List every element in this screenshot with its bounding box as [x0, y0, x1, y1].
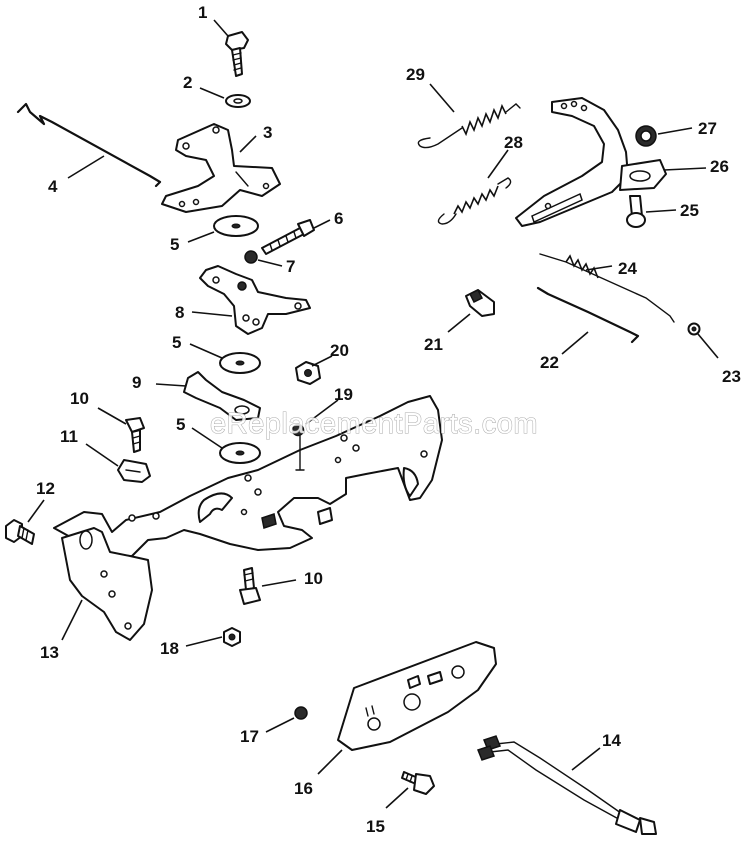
part-5-washer-a[interactable] — [213, 215, 259, 237]
part-7-nut[interactable] — [244, 250, 258, 264]
callout-25: 25 — [680, 201, 699, 220]
callout-5c: 5 — [176, 415, 185, 434]
part-1-bolt[interactable] — [225, 31, 249, 77]
callout-8: 8 — [175, 303, 184, 322]
callout-22: 22 — [540, 353, 559, 372]
callout-19: 19 — [334, 385, 353, 404]
part-5-washer-b[interactable] — [219, 352, 261, 374]
callout-28: 28 — [504, 133, 523, 152]
part-2-washer[interactable] — [225, 94, 251, 108]
main-panel[interactable] — [53, 395, 443, 641]
callout-6: 6 — [334, 209, 343, 228]
part-15-screw[interactable] — [401, 771, 435, 795]
callout-29: 29 — [406, 65, 425, 84]
part-3-bracket[interactable] — [161, 123, 281, 213]
callout-20: 20 — [330, 341, 349, 360]
part-18-nut[interactable] — [223, 627, 241, 647]
part-10-bolt-b[interactable] — [239, 567, 261, 605]
part-17-nut[interactable] — [294, 706, 308, 720]
callout-2: 2 — [183, 73, 192, 92]
callout-12: 12 — [36, 479, 55, 498]
part-24-spring-link[interactable] — [539, 253, 675, 323]
part-5-washer-c[interactable] — [219, 442, 261, 464]
callout-15: 15 — [366, 817, 385, 836]
callout-5b: 5 — [172, 333, 181, 352]
watermark: eReplacementParts.com — [210, 408, 538, 440]
callout-13: 13 — [40, 643, 59, 662]
part-8-lever[interactable] — [199, 265, 311, 335]
part-27-nut[interactable] — [635, 125, 657, 147]
callout-1: 1 — [198, 3, 207, 22]
callout-24: 24 — [618, 259, 637, 278]
callout-23: 23 — [722, 367, 741, 386]
callout-16: 16 — [294, 779, 313, 798]
part-10-bolt-a[interactable] — [125, 417, 145, 453]
callout-26: 26 — [710, 157, 729, 176]
callout-14: 14 — [602, 731, 621, 750]
part-21-clip[interactable] — [465, 288, 495, 317]
part-16-plate[interactable] — [337, 641, 497, 751]
part-6-screw[interactable] — [261, 219, 315, 255]
part-25-pin[interactable] — [626, 195, 646, 228]
part-20-nut[interactable] — [295, 361, 321, 385]
callout-18: 18 — [160, 639, 179, 658]
callout-27: 27 — [698, 119, 717, 138]
part-23-nut[interactable] — [687, 322, 701, 336]
part-4-link-rod[interactable] — [16, 102, 162, 188]
part-29-spring[interactable] — [417, 103, 521, 149]
callout-10b: 10 — [304, 569, 323, 588]
part-28-spring[interactable] — [437, 177, 512, 225]
callout-3: 3 — [263, 123, 272, 142]
callout-21: 21 — [424, 335, 443, 354]
callout-labels: 1 2 3 4 5 6 7 8 5 20 9 19 10 5 11 12 10 … — [36, 3, 741, 836]
callout-11: 11 — [60, 427, 78, 446]
part-22-rod[interactable] — [536, 286, 640, 344]
callout-5a: 5 — [170, 235, 179, 254]
part-14-wire-harness[interactable] — [477, 735, 657, 835]
part-12-screw[interactable] — [5, 519, 35, 545]
callout-9: 9 — [132, 373, 141, 392]
part-19-nut[interactable] — [291, 423, 305, 437]
callout-4: 4 — [48, 177, 58, 196]
callout-17: 17 — [240, 727, 259, 746]
leader-lines — [27, 19, 719, 809]
part-9-lever[interactable] — [183, 371, 261, 421]
part-11-clip[interactable] — [117, 459, 151, 483]
callout-10a: 10 — [70, 389, 89, 408]
callout-7: 7 — [286, 257, 295, 276]
part-26-control-lever[interactable] — [515, 97, 667, 227]
